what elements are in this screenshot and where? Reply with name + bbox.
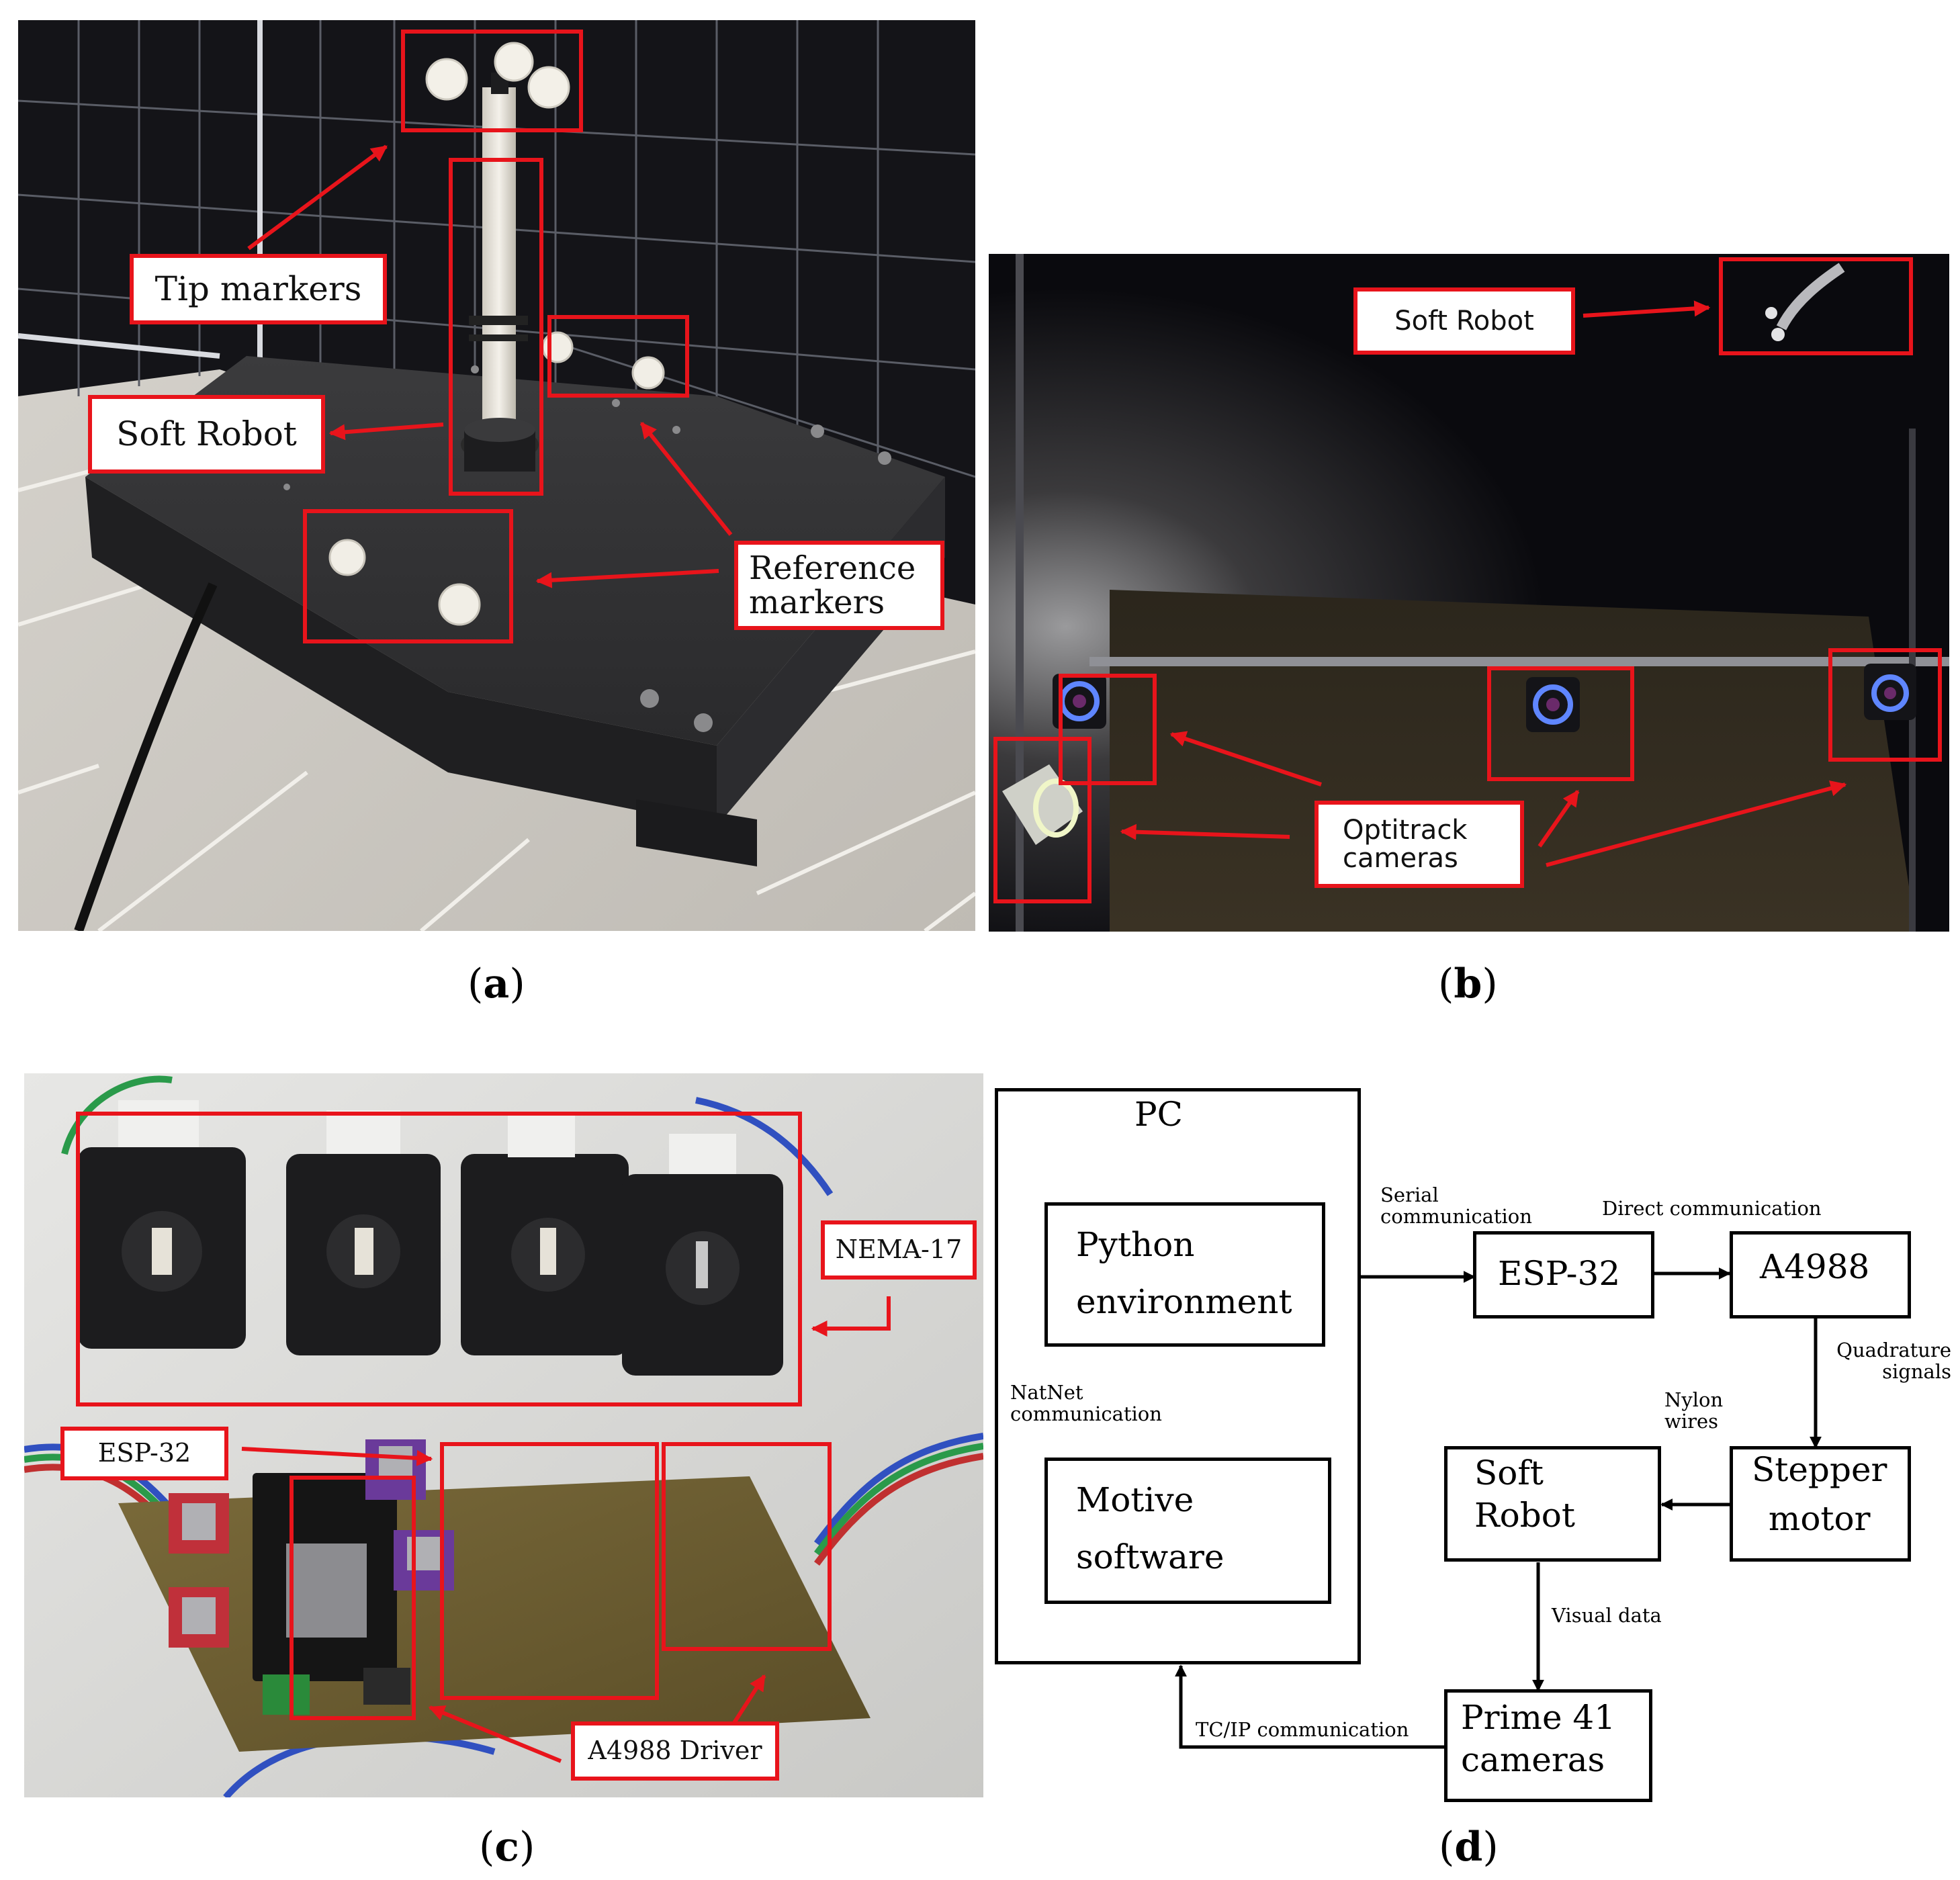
motive-software-line2: software <box>1076 1537 1224 1576</box>
natnet-communication-label: NatNet communication <box>1010 1382 1162 1425</box>
soft-robot-callout-b: Soft Robot <box>1353 287 1575 355</box>
python-environment-label: Python environment <box>1076 1216 1292 1331</box>
soft-robot-arrow <box>328 422 444 441</box>
reference-markers-callout: Reference markers <box>734 541 944 630</box>
optitrack-cameras-label-line2: cameras <box>1343 843 1458 874</box>
caption-a: (a) <box>467 960 525 1008</box>
a4988-box-left <box>289 1476 416 1720</box>
camera-box-3 <box>1828 648 1942 762</box>
tip-markers-arrow <box>247 144 388 251</box>
soft-robot-label-b: Soft Robot <box>1394 306 1534 337</box>
nema17-arrow <box>811 1296 891 1337</box>
nylon-wires-line1: Nylon <box>1664 1388 1724 1411</box>
soft-robot-box <box>449 158 543 496</box>
a4988-driver-callout: A4988 Driver <box>571 1721 779 1781</box>
tcip-communication-label: TC/IP communication <box>1196 1718 1409 1741</box>
nylon-wires-line2: wires <box>1664 1409 1719 1433</box>
quadrature-signals-label: Quadrature signals <box>1830 1339 1951 1383</box>
esp32-arrow <box>241 1447 433 1466</box>
stepper-motor-label: Stepper motor <box>1752 1445 1887 1543</box>
tip-markers-callout: Tip markers <box>130 254 387 324</box>
soft-robot-arrow-b <box>1583 300 1711 318</box>
panel-b-annotations <box>993 257 1942 903</box>
soft-robot-block: Soft Robot <box>1444 1446 1661 1562</box>
tip-markers-label: Tip markers <box>154 269 362 309</box>
prime41-cameras-block: Prime 41 cameras <box>1444 1689 1652 1802</box>
camera-arrow-2 <box>1538 790 1580 848</box>
caption-a-letter: a <box>483 960 510 1008</box>
esp32-callout: ESP-32 <box>60 1427 228 1480</box>
quadrature-line2: signals <box>1882 1359 1951 1383</box>
camera-box-2 <box>1487 666 1634 781</box>
camera-arrow-1 <box>1169 731 1322 787</box>
soft-robot-block-line2: Robot <box>1474 1495 1575 1535</box>
nema17-callout: NEMA-17 <box>821 1220 977 1280</box>
a4988-arrow-left <box>428 1705 562 1763</box>
caption-b: (b) <box>1438 960 1498 1008</box>
camera-arrow-3 <box>1546 780 1847 867</box>
natnet-line1: NatNet <box>1010 1381 1083 1404</box>
prime41-cameras-line2: cameras <box>1461 1740 1605 1779</box>
tip-markers-box <box>401 30 583 132</box>
python-environment-line1: Python <box>1076 1225 1195 1264</box>
optitrack-cameras-callout: Optitrack cameras <box>1315 801 1524 888</box>
camera-box-side <box>993 737 1092 903</box>
soft-robot-setup-photo <box>18 20 975 931</box>
reference-markers-box-upper <box>547 315 689 398</box>
nylon-wires-label: Nylon wires <box>1664 1388 1724 1433</box>
esp32-callout-label: ESP-32 <box>97 1438 191 1468</box>
prime41-cameras-label: Prime 41 cameras <box>1461 1697 1615 1781</box>
motive-software-block: Motive software <box>1044 1458 1331 1604</box>
stepper-motor-line2: motor <box>1768 1498 1871 1538</box>
pc-label: PC <box>1134 1095 1183 1134</box>
prime41-cameras-line1: Prime 41 <box>1461 1698 1616 1737</box>
serial-communication-line1: Serial <box>1380 1183 1439 1206</box>
motive-software-label: Motive software <box>1076 1472 1224 1586</box>
esp32-block: ESP-32 <box>1473 1231 1654 1318</box>
visual-data-label: Visual data <box>1552 1604 1662 1627</box>
a4988-box-right <box>662 1442 832 1651</box>
caption-d: (d) <box>1439 1824 1499 1871</box>
caption-b-letter: b <box>1454 960 1482 1008</box>
reference-markers-arrow-lower <box>535 569 719 588</box>
soft-robot-block-line1: Soft <box>1474 1453 1544 1492</box>
motive-software-line1: Motive <box>1076 1480 1194 1519</box>
nema17-box <box>76 1112 802 1406</box>
esp32-block-label: ESP-32 <box>1498 1254 1621 1293</box>
python-environment-block: Python environment <box>1044 1202 1325 1347</box>
caption-d-letter: d <box>1454 1824 1483 1871</box>
quadrature-line1: Quadrature <box>1836 1339 1951 1361</box>
panel-a-annotations <box>247 30 733 643</box>
caption-c: (c) <box>479 1824 535 1871</box>
serial-communication-label: Serial communication <box>1380 1183 1532 1228</box>
stepper-motor-line1: Stepper <box>1752 1450 1887 1489</box>
soft-robot-block-label: Soft Robot <box>1474 1452 1575 1536</box>
natnet-line2: communication <box>1010 1402 1162 1425</box>
reference-markers-arrow-upper <box>639 422 733 536</box>
optitrack-cameras-label-line1: Optitrack <box>1343 815 1468 846</box>
panel-c-annotations <box>76 1112 891 1763</box>
soft-robot-callout-a: Soft Robot <box>88 395 325 474</box>
direct-communication-label: Direct communication <box>1602 1197 1822 1220</box>
python-environment-line2: environment <box>1076 1282 1292 1321</box>
edge-cameras-to-pc <box>1175 1664 1450 1749</box>
camera-arrow-side <box>1120 823 1290 840</box>
a4988-driver-label: A4988 Driver <box>588 1736 762 1766</box>
panel-a-photo <box>18 20 975 931</box>
caption-c-letter: c <box>494 1824 519 1871</box>
esp32-box <box>440 1442 659 1700</box>
reference-markers-label-line1: Reference <box>749 549 916 588</box>
soft-robot-box-b <box>1719 257 1913 355</box>
nema17-label: NEMA-17 <box>835 1235 963 1265</box>
reference-markers-label-line2: markers <box>749 583 885 621</box>
stepper-motor-block: Stepper motor <box>1730 1446 1911 1562</box>
reference-markers-box-lower <box>303 509 513 643</box>
serial-communication-line2: communication <box>1380 1204 1532 1228</box>
a4988-block: A4988 <box>1730 1231 1911 1318</box>
camera-box-1 <box>1059 674 1157 785</box>
a4988-block-label: A4988 <box>1760 1247 1870 1286</box>
soft-robot-label-a: Soft Robot <box>116 414 297 454</box>
